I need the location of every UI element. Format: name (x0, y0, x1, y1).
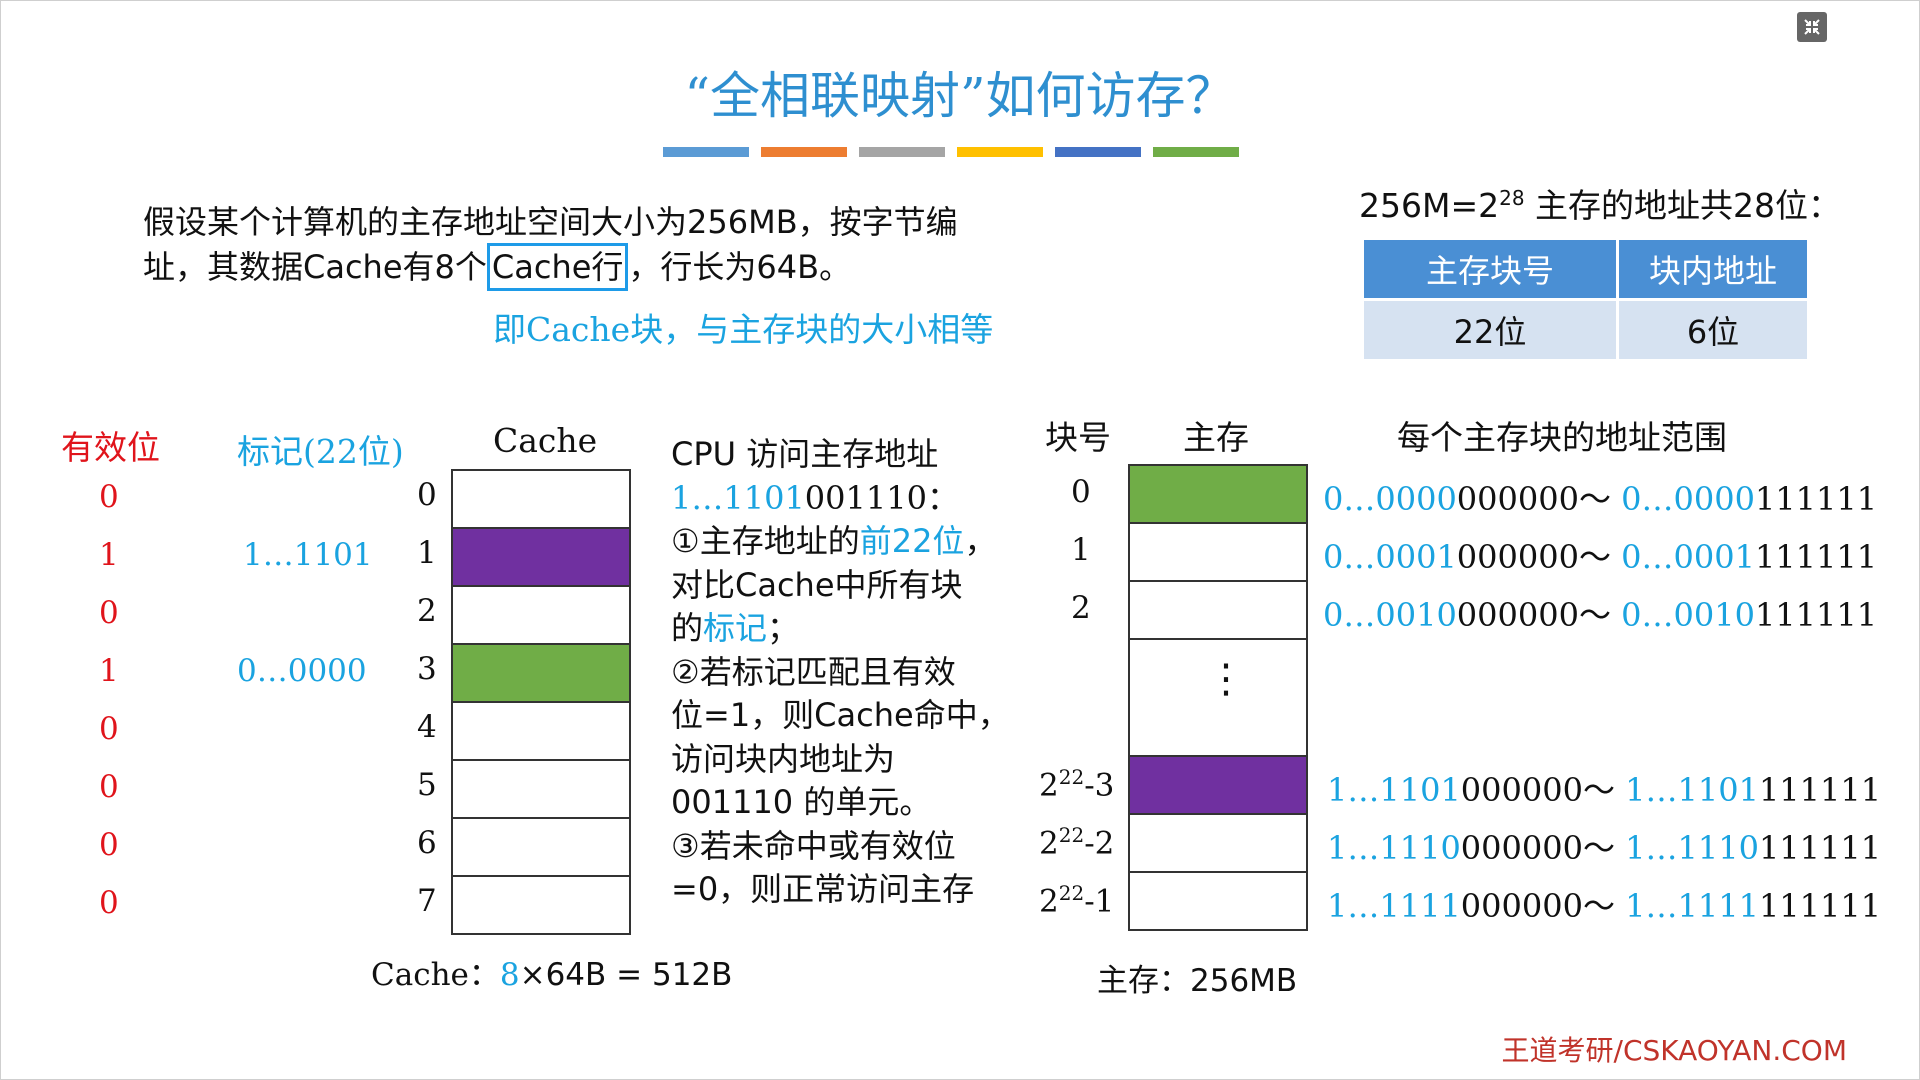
title-underline-bar (1055, 147, 1141, 157)
cpu-line-8: 访问块内地址为 (671, 739, 896, 778)
memory-block-number: 0 (1071, 474, 1091, 510)
cache-header: Cache (493, 421, 598, 460)
cache-line-index: 4 (417, 709, 437, 745)
title-underline-bar (957, 147, 1043, 157)
memory-block-number: 222-2 (1039, 823, 1115, 862)
valid-bit: 1 (99, 537, 119, 573)
block-offset-header: 块内地址 (1616, 237, 1810, 301)
intro-paragraph: 假设某个计算机的主存地址空间大小为256MB，按字节编 址，其数据Cache有8… (143, 201, 958, 291)
valid-bit: 1 (99, 653, 119, 689)
block-number-column-header: 块号 (1045, 418, 1111, 457)
valid-bit: 0 (99, 711, 119, 747)
cache-tag: 0…0000 (237, 653, 367, 689)
cpu-line-1: CPU 访问主存地址 (671, 435, 939, 473)
memory-block (1128, 522, 1308, 582)
footer-brand: 王道考研/CSKAOYAN.COM (1501, 1034, 1847, 1067)
valid-bit: 0 (99, 769, 119, 805)
main-memory-caption: 主存：256MB (1097, 963, 1298, 999)
memory-block-address-range: 0…0001000000～ 0…0001111111 (1323, 538, 1878, 576)
valid-bit-header: 有效位 (61, 428, 160, 467)
cache-tag: 1…1101 (243, 537, 373, 573)
ellipsis-vertical: ⋮ (1206, 656, 1246, 702)
cache-line (451, 817, 631, 877)
cpu-line-7: 位=1，则Cache命中， (671, 696, 1010, 734)
valid-bit: 0 (99, 827, 119, 863)
memory-block (1128, 464, 1308, 524)
title-underline-bar (1153, 147, 1239, 157)
block-number-bits: 22位 (1361, 298, 1619, 362)
intro-line-1: 假设某个计算机的主存地址空间大小为256MB，按字节编 (143, 203, 958, 241)
block-offset-bits: 6位 (1616, 298, 1810, 362)
memory-block-number: 1 (1071, 532, 1091, 568)
cache-line (451, 643, 631, 703)
main-memory-header: 主存 (1183, 418, 1249, 457)
cache-line-index: 0 (417, 477, 437, 513)
cpu-line-4: 对比Cache中所有块 (671, 565, 963, 604)
cache-line (451, 527, 631, 587)
cpu-line-9: 001110 的单元。 (671, 783, 932, 821)
memory-block-address-range: 1…1111000000～ 1…1111111111 (1327, 887, 1882, 925)
address-range-header: 每个主存块的地址范围 (1397, 418, 1727, 457)
memory-block (1128, 755, 1308, 815)
memory-block-number: 2 (1071, 590, 1091, 626)
title-underline-bar (663, 147, 749, 157)
memory-block-address-range: 1…1101000000～ 1…1101111111 (1327, 771, 1882, 809)
cpu-line-10: ③若未命中或有效位 (671, 826, 956, 865)
title-underline-bar (859, 147, 945, 157)
memory-block-address-range: 1…1110000000～ 1…1110111111 (1327, 829, 1882, 867)
cpu-line-5: 的标记； (671, 609, 800, 647)
cache-line-index: 5 (417, 767, 437, 803)
memory-block (1128, 871, 1308, 931)
tag-header: 标记(22位) (237, 432, 404, 471)
cpu-access-steps: CPU 访问主存地址 1…1101001110： ①主存地址的前22位， 对比C… (671, 433, 1010, 912)
block-number-header: 主存块号 (1361, 237, 1619, 301)
slide-title: “全相联映射”如何访存？ (684, 67, 1236, 125)
memory-block (1128, 580, 1308, 640)
cache-line (451, 585, 631, 645)
cpu-line-3: ①主存地址的前22位， (671, 522, 997, 560)
memory-block-number: 222-3 (1039, 765, 1115, 804)
cache-size-caption: Cache：8×64B = 512B (371, 957, 733, 993)
fullscreen-icon[interactable] (1797, 12, 1827, 42)
cache-line (451, 759, 631, 819)
valid-bit: 0 (99, 595, 119, 631)
cpu-line-11: =0，则正常访问主存 (671, 870, 975, 908)
valid-bit: 0 (99, 885, 119, 921)
cache-line-index: 2 (417, 593, 437, 629)
valid-bit: 0 (99, 479, 119, 515)
address-format-heading: 256M=228 主存的地址共28位： (1359, 186, 1842, 225)
memory-block-address-range: 0…0010000000～ 0…0010111111 (1323, 596, 1878, 634)
cpu-line-6: ②若标记匹配且有效 (671, 652, 956, 691)
cache-line-highlight: Cache行 (486, 243, 629, 291)
memory-block (1128, 813, 1308, 873)
cache-line-index: 6 (417, 825, 437, 861)
cpu-address: 1…1101001110： (671, 478, 959, 517)
intro-note: 即Cache块，与主存块的大小相等 (493, 310, 994, 349)
cache-line-index: 1 (417, 535, 437, 571)
title-underline-bar (761, 147, 847, 157)
cache-line (451, 469, 631, 529)
address-format-table: 主存块号 块内地址 22位 6位 (1361, 237, 1810, 362)
cache-line (451, 875, 631, 935)
memory-gap-block (1128, 639, 1308, 755)
memory-block-number: 222-1 (1039, 881, 1115, 920)
cache-line (451, 701, 631, 761)
cache-line-index: 7 (417, 883, 437, 919)
memory-block-address-range: 0…0000000000～ 0…0000111111 (1323, 480, 1878, 518)
cache-line-index: 3 (417, 651, 437, 687)
